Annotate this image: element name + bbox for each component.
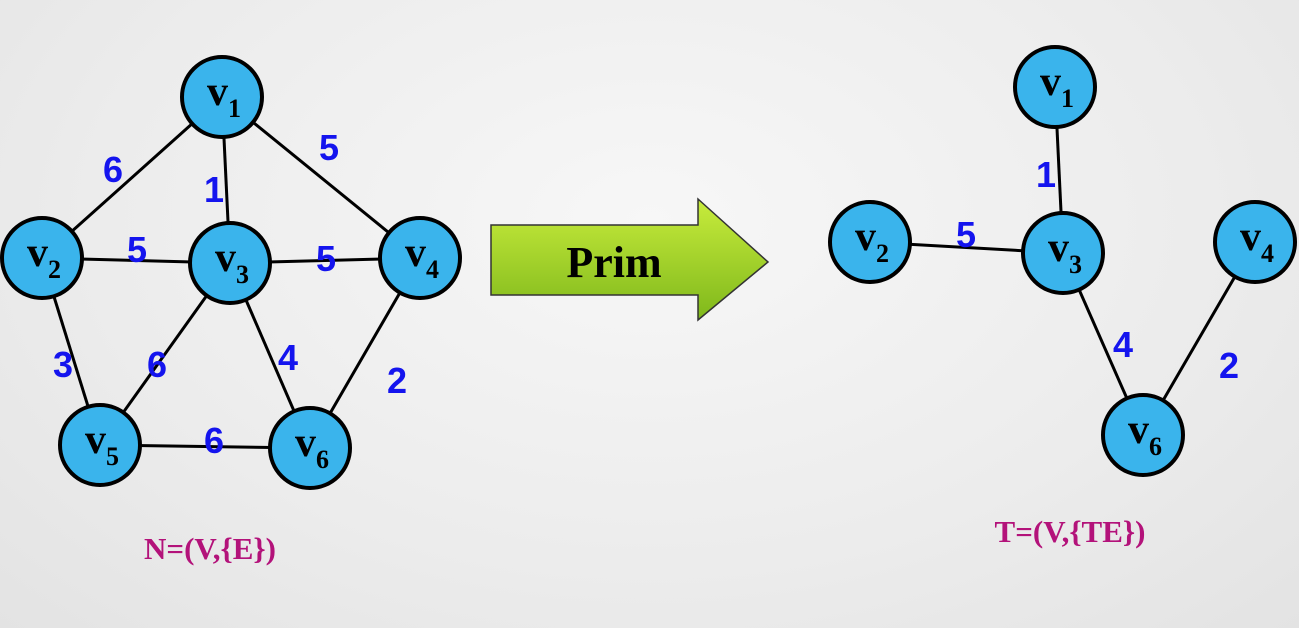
- graph-t-node-v2: v2: [828, 200, 912, 284]
- graph-n-node-circle-v5: [58, 403, 142, 487]
- graph-n-weights: 6 1 5 5 5 3 6 4 2 6: [53, 127, 407, 461]
- graph-t-weight-v4-v6: 2: [1219, 345, 1239, 386]
- graph-n-weight-v3-v6: 4: [278, 337, 298, 378]
- graph-t-weight-v1-v3: 1: [1036, 154, 1056, 195]
- graph-n: 6 1 5 5 5 3 6 4 2 6 v1 v2 v3 v4 v5 v6 N=(V,{E}): [0, 55, 462, 566]
- graph-n-node-v2: v2: [0, 216, 84, 300]
- graph-n-edge-v1-v4: [221, 95, 421, 260]
- graph-n-weight-v1-v3: 1: [204, 169, 224, 210]
- arrow-label: Prim: [566, 238, 661, 287]
- graph-t-node-label-v2: v2: [855, 214, 889, 268]
- graph-n-weight-v3-v4: 5: [316, 238, 336, 279]
- graph-t-node-v3: v3: [1021, 211, 1105, 295]
- graph-t-node-circle-v4: [1213, 200, 1297, 284]
- graph-n-weight-v2-v5: 3: [53, 344, 73, 385]
- graph-t-node-circle-v6: [1101, 393, 1185, 477]
- graph-n-node-circle-v1: [180, 55, 264, 139]
- graph-t-caption: T=(V,{TE}): [995, 514, 1146, 549]
- graph-t-node-circle-v1: [1013, 45, 1097, 129]
- graph-t-node-v4: v4: [1213, 200, 1297, 284]
- graph-n-caption: N=(V,{E}): [144, 531, 276, 566]
- graph-n-nodes: v1 v2 v3 v4 v5 v6: [0, 55, 462, 490]
- graph-n-node-label-v5: v5: [85, 417, 119, 471]
- graph-n-node-circle-v3: [188, 221, 272, 305]
- graph-n-node-v5: v5: [58, 403, 142, 487]
- graph-n-node-circle-v2: [0, 216, 84, 300]
- graph-n-node-label-v6: v6: [295, 420, 329, 474]
- graph-t-node-v1: v1: [1013, 45, 1097, 129]
- graph-n-node-v4: v4: [378, 216, 462, 300]
- graph-n-node-label-v4: v4: [405, 230, 439, 284]
- graph-t-node-label-v4: v4: [1240, 214, 1274, 268]
- graph-t-node-circle-v2: [828, 200, 912, 284]
- graph-t-node-label-v3: v3: [1048, 225, 1082, 279]
- graph-n-weight-v5-v6: 6: [204, 420, 224, 461]
- graph-t-node-label-v1: v1: [1040, 59, 1074, 113]
- graph-n-weight-v3-v5: 6: [147, 344, 167, 385]
- prim-arrow: Prim: [490, 197, 770, 322]
- graph-n-node-circle-v6: [268, 406, 352, 490]
- graph-n-weight-v2-v3: 5: [127, 229, 147, 270]
- graph-n-weight-v4-v6: 2: [387, 360, 407, 401]
- graph-t-node-label-v6: v6: [1128, 407, 1162, 461]
- graph-t-nodes: v1 v2 v3 v4 v6: [828, 45, 1297, 477]
- graph-n-weight-v1-v2: 6: [103, 149, 123, 190]
- graph-n-node-label-v3: v3: [215, 235, 249, 289]
- graph-n-node-v3: v3: [188, 221, 272, 305]
- graph-n-node-label-v1: v1: [207, 69, 241, 123]
- graph-n-node-v1: v1: [180, 55, 264, 139]
- graph-t-node-v6: v6: [1101, 393, 1185, 477]
- graph-n-weight-v1-v4: 5: [319, 127, 339, 168]
- graph-n-node-label-v2: v2: [27, 230, 61, 284]
- arrow-shape: [490, 197, 770, 322]
- graph-t-node-circle-v3: [1021, 211, 1105, 295]
- graph-t-weight-v2-v3: 5: [956, 214, 976, 255]
- graph-n-node-v6: v6: [268, 406, 352, 490]
- graph-n-node-circle-v4: [378, 216, 462, 300]
- graph-t-weight-v3-v6: 4: [1113, 324, 1133, 365]
